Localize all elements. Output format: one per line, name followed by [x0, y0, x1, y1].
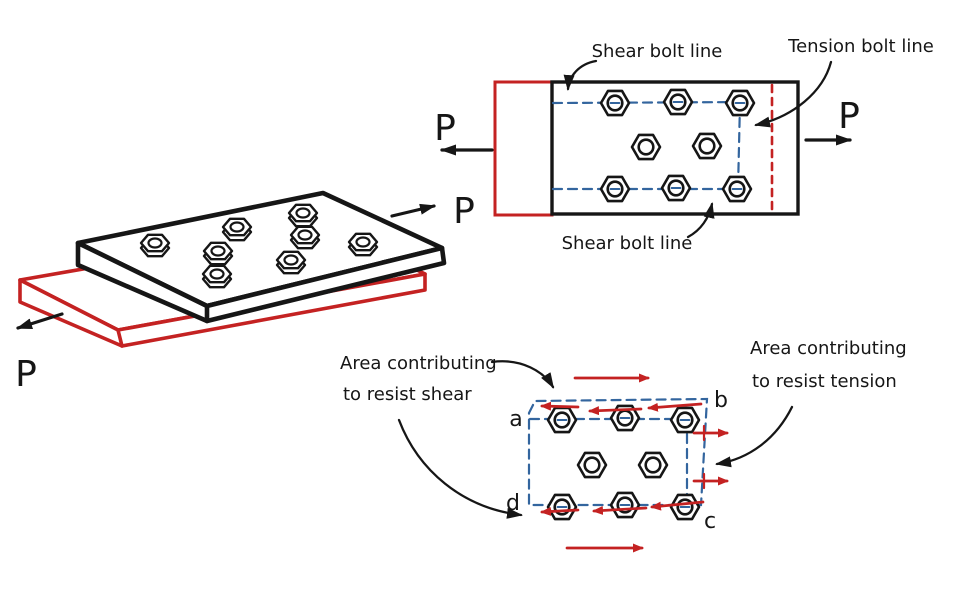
shear-resist-arrows-top [540, 401, 703, 416]
hex-bolt-icon [609, 404, 641, 432]
area-tension-label: Area contributing to resist tension [750, 338, 907, 392]
plan-force-label-right: P [838, 96, 860, 137]
iso-top-plate [75, 190, 447, 324]
tension-bolt-line-label: Tension bolt line [787, 36, 934, 57]
svg-text:Area contributing: Area contributing [340, 353, 497, 374]
shear-bolt-line-bottom-label: Shear bolt line [562, 233, 693, 254]
shear-bolt-line-top-label: Shear bolt line [592, 41, 723, 62]
svg-text:to resist tension: to resist tension [752, 371, 897, 392]
block-shear-outline [527, 397, 709, 507]
iso-force-arrow-left [16, 312, 64, 330]
hex-bolt-icon [599, 175, 631, 203]
area-shear-leader-arrow-bottom [397, 418, 523, 519]
hex-nut-icon [289, 225, 321, 250]
plan-force-label-left: P [434, 108, 456, 149]
svg-text:to resist shear: to resist shear [343, 384, 472, 405]
shear-bottom-leader-arrow [686, 202, 715, 239]
tension-resist-arrows [692, 424, 729, 490]
area-shear-label: Area contributing to resist shear [340, 353, 497, 405]
shear-top-leader-arrow [563, 59, 598, 91]
hex-bolt-icon [721, 175, 753, 203]
tension-leader-arrow [754, 60, 833, 128]
iso-force-label-right: P [453, 191, 475, 232]
hex-nut-icon [201, 264, 233, 289]
tension-bolt-line [736, 101, 742, 191]
hex-bolt-icon [691, 132, 723, 160]
hex-nut-icon [202, 241, 234, 266]
hex-bolt-icon [546, 406, 578, 434]
iso-force-arrow-right [390, 203, 436, 218]
area-tension-leader-arrow [715, 405, 794, 468]
iso-bolt-group [139, 203, 379, 289]
hex-bolt-icon [662, 88, 694, 116]
hex-bolt-icon [669, 493, 701, 521]
hex-bolt-icon [660, 174, 692, 202]
svg-text:Area contributing: Area contributing [750, 338, 907, 359]
corner-label-b: b [714, 388, 728, 413]
detail-bolt-group [546, 404, 701, 521]
hex-nut-icon [275, 250, 307, 275]
hex-nut-icon [221, 217, 253, 242]
hex-bolt-icon [599, 89, 631, 117]
hex-nut-icon [139, 233, 171, 258]
hex-bolt-icon [609, 491, 641, 519]
hex-bolt-icon [724, 89, 756, 117]
detail-view: a b c d Area contributing to resist shea… [340, 338, 907, 553]
iso-force-label-left: P [15, 354, 37, 395]
shear-bolt-line-top [551, 100, 754, 105]
iso-view: P P [15, 190, 475, 395]
hex-nut-icon [287, 203, 319, 228]
hex-bolt-icon [637, 451, 669, 479]
hex-bolt-icon [630, 133, 662, 161]
shear-resist-arrows-bottom [540, 500, 705, 516]
hex-nut-icon [347, 232, 379, 257]
plan-red-plate [493, 80, 554, 217]
hex-bolt-icon [669, 406, 701, 434]
corner-label-c: c [704, 509, 716, 534]
corner-label-a: a [509, 407, 522, 432]
plan-view: Shear bolt line Tension bolt line Shear … [434, 36, 934, 254]
plan-bolt-group [599, 88, 756, 203]
area-shear-leader-arrow-top [490, 360, 555, 389]
hex-bolt-icon [576, 451, 608, 479]
hex-bolt-icon [546, 493, 578, 521]
